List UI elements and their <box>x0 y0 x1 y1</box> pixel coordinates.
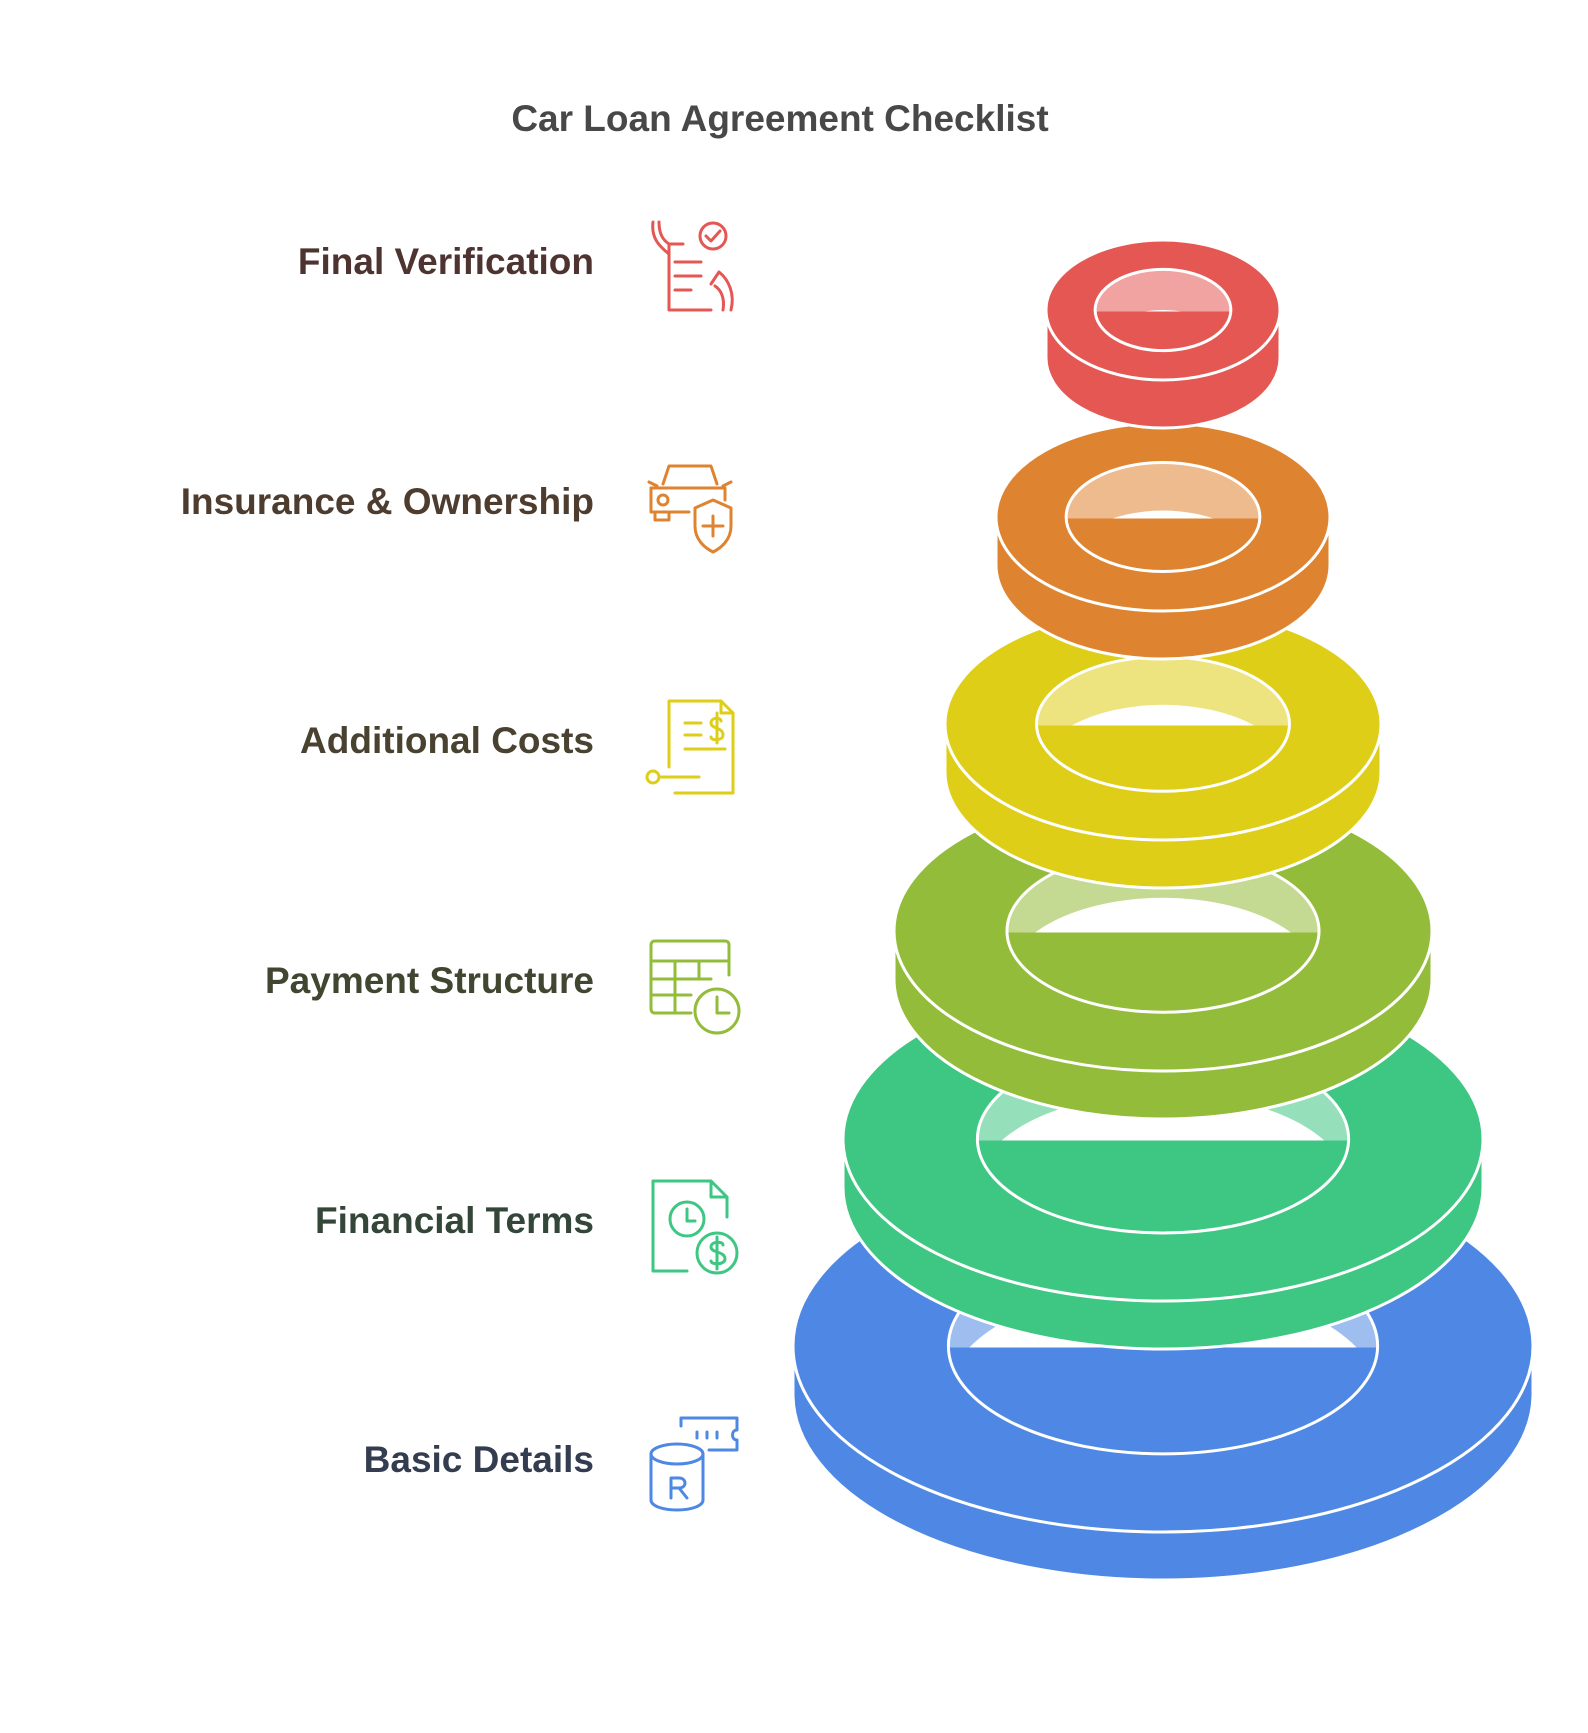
diagram-title: Car Loan Agreement Checklist <box>511 98 1049 139</box>
label-financial-terms: Financial Terms <box>315 1200 594 1241</box>
label-final-verification: Final Verification <box>297 241 594 282</box>
document-checklist-hands-icon <box>651 220 734 312</box>
document-clock-dollar-icon <box>651 1179 739 1275</box>
calendar-clock-icon <box>649 939 741 1035</box>
label-insurance-ownership: Insurance & Ownership <box>180 481 594 522</box>
label-basic-details: Basic Details <box>363 1439 594 1480</box>
ring-final-verification <box>1044 238 1282 430</box>
label-additional-costs: Additional Costs <box>300 720 594 761</box>
ring-insurance-ownership <box>994 421 1332 661</box>
registration-database-icon <box>649 1416 739 1512</box>
label-payment-structure: Payment Structure <box>265 960 594 1001</box>
car-insurance-shield-icon <box>647 464 733 554</box>
invoice-dollar-icon <box>645 699 735 795</box>
ring-additional-costs <box>943 606 1383 890</box>
